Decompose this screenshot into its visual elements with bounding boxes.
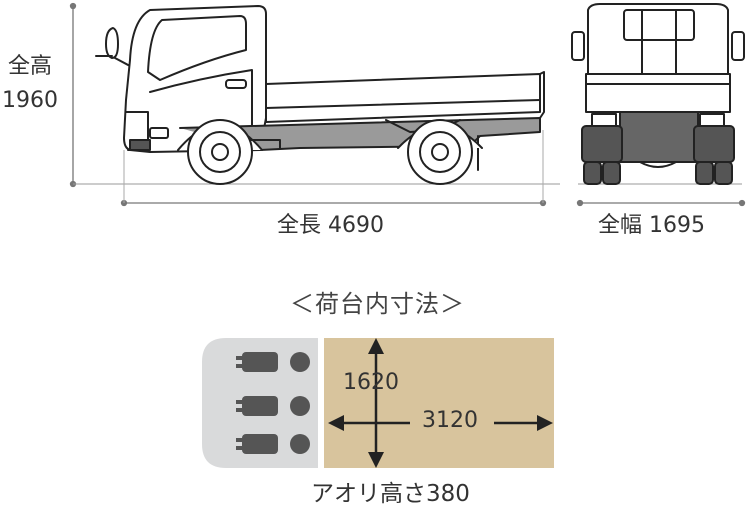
bed-length-label: 3120 [418,410,482,432]
cargo-bed-plan [202,338,554,468]
truck-rear-view [571,3,745,185]
rear-right-tires-icon [693,125,735,185]
cargo-bed-title: ＜荷台内寸法＞ [290,290,465,318]
side-mirror-icon [95,27,131,67]
truck-side-view [95,5,545,185]
right-mirror-icon [731,31,745,61]
cab-window [147,15,247,81]
gate-height-label: アオリ高さ380 [311,481,470,507]
length-arrow-icon [328,415,553,431]
width-dimension-line [576,199,746,207]
length-dimension-line [120,130,547,207]
width-label: 全幅 1695 [598,213,705,238]
length-label: 全長 4690 [277,213,384,238]
height-label-value: 1960 [2,88,58,113]
left-mirror-icon [571,31,585,61]
cargo-bed-panel [265,73,541,123]
rear-left-tires-icon [581,125,623,185]
height-dimension-line [69,2,742,188]
bed-area [324,338,554,468]
seated-person-icon [236,352,310,372]
front-wheel-icon [187,119,253,185]
height-label-title: 全高 [8,54,53,79]
seated-person-icon [236,396,310,416]
depth-arrow-icon [368,338,384,468]
bed-depth-label: 1620 [343,370,399,395]
rear-wheel-icon [407,119,473,185]
seated-person-icon [236,434,310,454]
